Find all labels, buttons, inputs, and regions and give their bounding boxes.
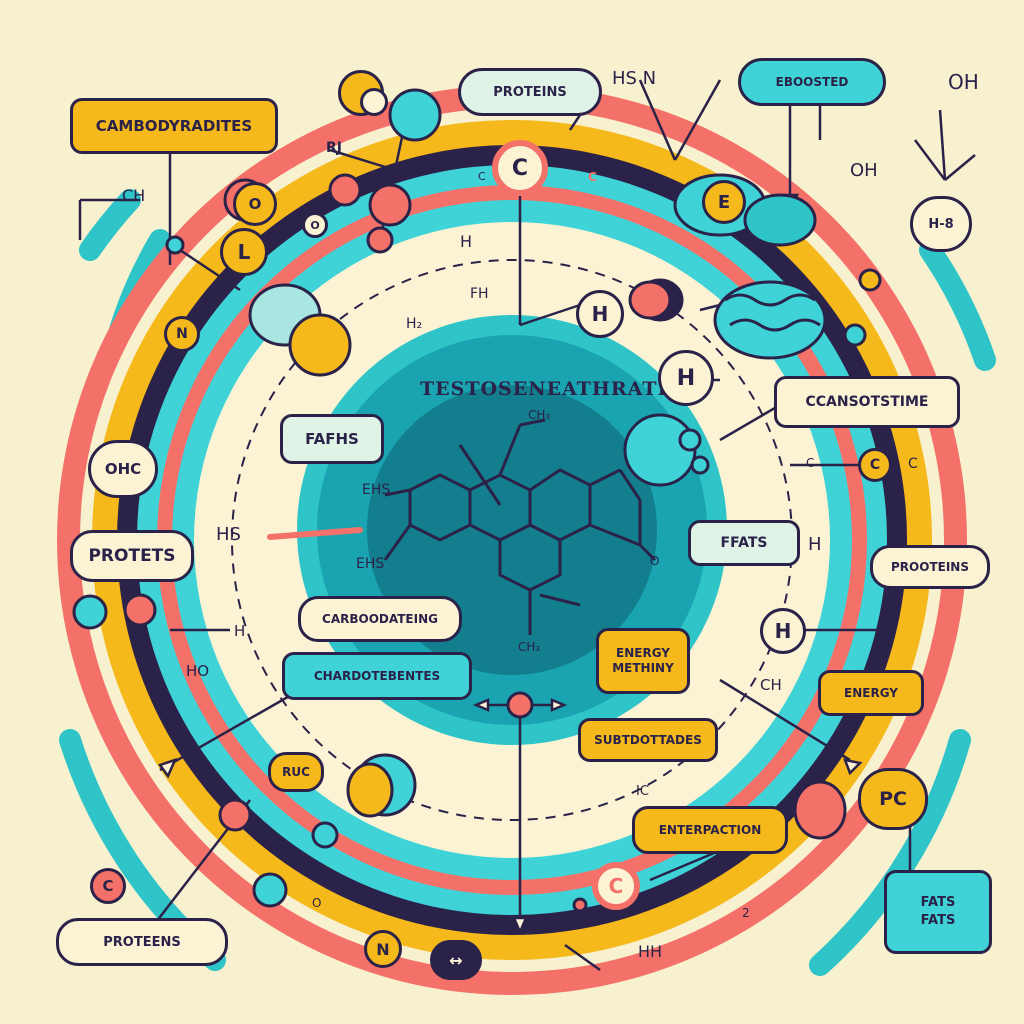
chem-ch3-top: CH₃ bbox=[528, 408, 551, 422]
chem-two: 2 bbox=[742, 906, 750, 920]
chem-oh-right: OH bbox=[850, 160, 878, 181]
chem-ch-right: CH bbox=[760, 676, 782, 694]
atom-o-small: O bbox=[302, 212, 328, 238]
chem-h-arrow-left: H bbox=[234, 622, 246, 640]
center-title: TESTOSENEATHRATE bbox=[420, 378, 673, 400]
box-subtottades: SUBTDOTTADES bbox=[578, 718, 718, 762]
chem-ic: IC bbox=[636, 784, 649, 799]
atom-yellow-top-2 bbox=[360, 88, 388, 116]
chem-fh: FH bbox=[470, 286, 489, 302]
chem-hs-left: HS bbox=[216, 524, 241, 545]
box-protets-left: PROTETS bbox=[70, 530, 194, 582]
box-chardoteentes: CHARDOTEBENTES bbox=[282, 652, 472, 700]
box-energy-methiny: ENERGY METHINY bbox=[596, 628, 690, 694]
box-casotstime: CCANSOTSTIME bbox=[774, 376, 960, 428]
chem-hs-n: HS N bbox=[612, 68, 657, 89]
chem-ehs: EHS bbox=[362, 482, 391, 498]
chem-c-r: C bbox=[908, 456, 918, 472]
pink-streak bbox=[267, 527, 363, 540]
chem-ho-left: HO bbox=[186, 662, 210, 680]
chem-o-small: O bbox=[312, 896, 322, 910]
outer-arc-right-top bbox=[919, 239, 996, 371]
outer-arc-left-mid bbox=[79, 189, 141, 261]
box-fats-bottom: FATS FATS bbox=[884, 870, 992, 954]
box-proteins-right: PROOTEINS bbox=[870, 545, 990, 589]
atom-h-right: H bbox=[760, 608, 806, 654]
atom-h-center: H bbox=[576, 290, 624, 338]
box-carboodateing: CARBOODATEING bbox=[298, 596, 462, 642]
chem-h-fats: H bbox=[808, 534, 822, 555]
chem-lc: C bbox=[806, 456, 815, 470]
box-ffats-right: FFATS bbox=[688, 520, 800, 566]
atom-h-mid: H bbox=[658, 350, 714, 406]
box-top-right-pill: EBOOSTED bbox=[738, 58, 886, 106]
atom-c-bottom: C bbox=[592, 862, 640, 910]
chem-o-mol: O bbox=[650, 554, 660, 568]
decorative-lobes bbox=[72, 88, 882, 913]
chem-c-small: C bbox=[588, 170, 597, 184]
atom-ruc: RUC bbox=[268, 752, 324, 792]
box-enterpaction: ENTERPACTION bbox=[632, 806, 788, 854]
outer-arc-right-bottom bbox=[809, 729, 971, 976]
chem-ehs-2: EHS bbox=[356, 556, 385, 572]
atom-navy-bottom: ↔ bbox=[430, 940, 482, 980]
chem-rj: RJ bbox=[326, 140, 342, 156]
chem-h2: H₂ bbox=[406, 316, 423, 332]
atom-e-top: E bbox=[702, 180, 746, 224]
atom-oh-left: OHC bbox=[88, 440, 158, 498]
atom-c-bottom-left: C bbox=[90, 868, 126, 904]
chem-ch-left: CH bbox=[122, 186, 146, 205]
box-energy-right: ENERGY bbox=[818, 670, 924, 716]
chem-oh-top-right: OH bbox=[948, 70, 979, 94]
atom-c-top: C bbox=[492, 140, 548, 196]
box-proteins-bottom: PROTEENS bbox=[56, 918, 228, 966]
chem-c-atom-top: C bbox=[478, 170, 486, 183]
chem-ch3-bottom: CH₃ bbox=[518, 640, 541, 654]
atom-l-left: L bbox=[220, 228, 268, 276]
atom-c-right: C bbox=[858, 448, 892, 482]
atom-n-bottom: N bbox=[364, 930, 402, 968]
box-carbohydrates-top: CAMBODYRADITES bbox=[70, 98, 278, 154]
box-fats-left: FAFHS bbox=[280, 414, 384, 464]
box-proteins-top: PROTEINS bbox=[458, 68, 602, 116]
chem-hh: HH bbox=[638, 942, 663, 961]
steroid-molecule bbox=[383, 418, 657, 635]
atom-o-left: O bbox=[233, 182, 277, 226]
atom-pc-right: PC bbox=[858, 768, 928, 830]
chem-h-ring: H bbox=[460, 232, 473, 251]
atom-h-h: H-8 bbox=[910, 196, 972, 252]
atom-n-left: N bbox=[164, 316, 200, 352]
